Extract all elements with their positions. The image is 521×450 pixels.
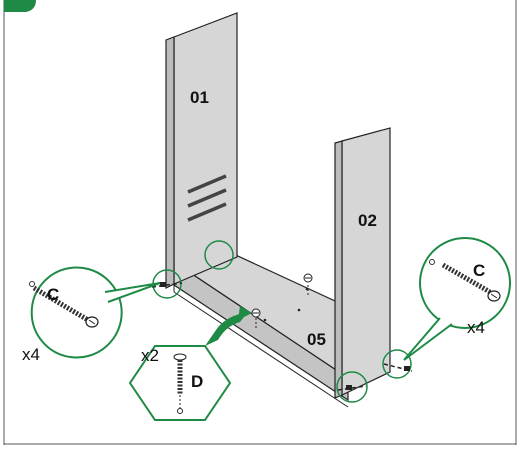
joint-circle-front <box>336 371 368 403</box>
screw-right-letter: C <box>473 261 485 280</box>
dowel-letter: D <box>191 372 203 391</box>
screw-icon-right <box>429 259 501 302</box>
panel-05-label: 05 <box>307 330 326 349</box>
screw-callout-left <box>29 266 161 359</box>
joint-circle-right <box>382 349 412 379</box>
screw-right-qty: x4 <box>467 318 485 337</box>
screw-icon-left <box>29 281 99 328</box>
screw-left-letter: C <box>47 285 59 304</box>
step-tab <box>4 0 36 12</box>
arrow-icon <box>205 312 248 346</box>
panel-01-label: 01 <box>190 88 209 107</box>
dowel-callout <box>128 306 252 421</box>
dowel-qty: x2 <box>141 346 159 365</box>
panel-02-label: 02 <box>358 211 377 230</box>
screw-callout-right <box>403 237 511 361</box>
panel-02 <box>334 127 391 399</box>
panel-01 <box>165 12 238 289</box>
cam-bolt-icon <box>303 273 313 297</box>
screw-left-qty: x4 <box>22 345 40 364</box>
joint-circle-top <box>204 240 234 270</box>
dowel-icon <box>173 353 187 414</box>
